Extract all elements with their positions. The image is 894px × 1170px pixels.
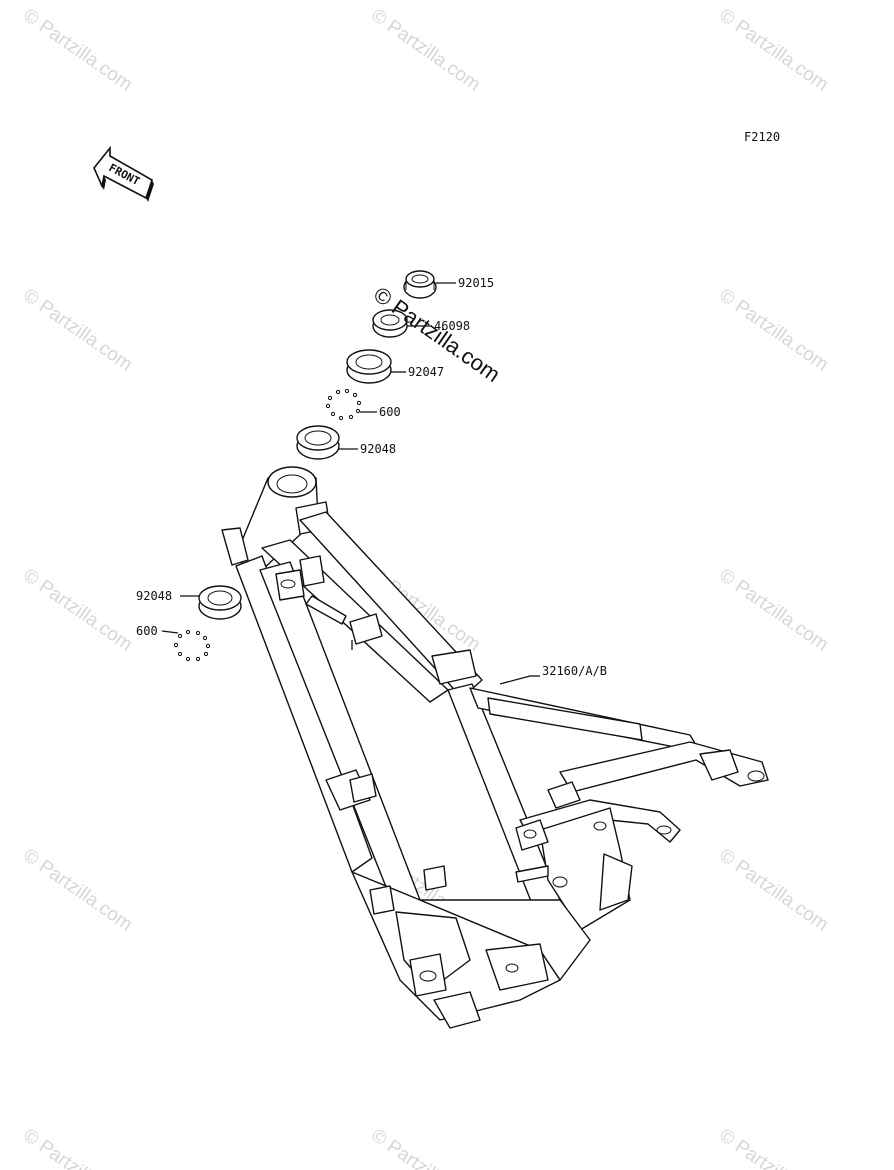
- watermark: © Partzilla.com: [715, 1125, 832, 1170]
- watermark: © Partzilla.com: [19, 285, 136, 376]
- part-92047-race-icon: [346, 349, 392, 384]
- part-46098-nut-icon: [372, 309, 408, 338]
- callout-92048-top: 92048: [360, 442, 396, 456]
- part-600-ball-bearings-left-icon: [173, 629, 211, 662]
- callouts: 92015 46098 92047 600 92048 92048 600 32…: [136, 276, 607, 685]
- watermark: © Partzilla.com: [715, 565, 832, 656]
- part-600-ball-bearings-top-icon: [325, 388, 362, 421]
- part-92048-race-top-icon: [296, 425, 340, 460]
- watermark: © Partzilla.com: [715, 5, 832, 96]
- watermark: © Partzilla.com: [19, 5, 136, 96]
- figure-code: F2120: [744, 130, 780, 144]
- callout-92048-left: 92048: [136, 589, 172, 603]
- frame-32160-drawing: [221, 466, 769, 1029]
- callout-600-top: 600: [379, 405, 401, 419]
- callout-46098: 46098: [434, 319, 470, 333]
- callout-32160: 32160/A/B: [542, 664, 607, 678]
- watermark: © Partzilla.com: [19, 565, 136, 656]
- watermark: © Partzilla.com: [367, 1125, 484, 1170]
- watermark: © Partzilla.com: [367, 5, 484, 96]
- front-arrow-icon: FRONT: [93, 145, 154, 202]
- part-92048-race-left-icon: [198, 585, 242, 620]
- watermark: © Partzilla.com: [19, 845, 136, 936]
- callout-600-left: 600: [136, 624, 158, 638]
- callout-92047: 92047: [408, 365, 444, 379]
- watermark: © Partzilla.com: [19, 1125, 136, 1170]
- callout-92015: 92015: [458, 276, 494, 290]
- part-92015-nut-icon: [403, 270, 437, 299]
- watermark: © Partzilla.com: [715, 845, 832, 936]
- watermark: © Partzilla.com: [715, 285, 832, 376]
